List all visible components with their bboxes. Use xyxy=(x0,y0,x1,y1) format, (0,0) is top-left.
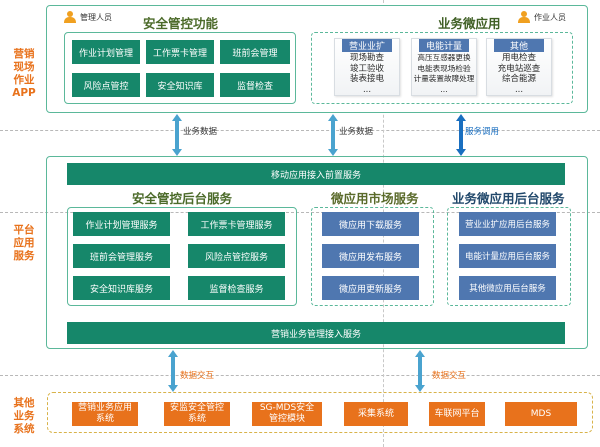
safety-item[interactable]: 风险点管控 xyxy=(72,73,140,97)
micro-backend-item[interactable]: 其他微应用后台服务 xyxy=(459,276,556,300)
micro-app-card-other[interactable]: 其他 用电检查 充电站巡查 综合能源 ... xyxy=(486,38,552,96)
platform-layer-panel xyxy=(46,156,588,349)
marketing-access-service[interactable]: 营销业务管理接入服务 xyxy=(67,322,565,344)
layer-label-app-text: 营销 现场 作业 APP xyxy=(12,48,36,99)
worker-role: 作业人员 xyxy=(518,11,566,23)
market-title: 微应用市场服务 xyxy=(331,191,419,206)
divider-platform-mid xyxy=(0,212,600,213)
micro-backend-title: 业务微应用后台服务 xyxy=(452,191,565,206)
safety-item[interactable]: 班前会管理 xyxy=(220,40,290,64)
card-body: 高压互感器更换 电能表现场检验 计量装置故障处理 ... xyxy=(412,53,476,95)
arrow-label-data-exchange: 数据交互 xyxy=(180,371,215,381)
card-line: 计量装置故障处理 xyxy=(413,74,475,83)
layer-label-platform-text: 平台 应用 服务 xyxy=(13,224,35,262)
safety-item[interactable]: 作业计划管理 xyxy=(72,40,140,64)
layer-label-other-text: 其他 业务 系统 xyxy=(13,397,35,435)
micro-backend-group xyxy=(447,207,571,306)
micro-app-title: 业务微应用 xyxy=(438,16,501,31)
card-line: 高压互感器更换 xyxy=(417,53,471,62)
arrow-label-business-data: 业务数据 xyxy=(339,127,374,137)
card-line: 装表接电 xyxy=(349,74,384,84)
layer-label-platform: 平台 应用 服务 xyxy=(6,224,42,263)
worker-role-label: 作业人员 xyxy=(534,12,566,22)
arrow-label-business-data: 业务数据 xyxy=(183,127,218,137)
market-item[interactable]: 微应用更新服务 xyxy=(322,276,419,300)
micro-app-card-metering[interactable]: 电能计量 高压互感器更换 电能表现场检验 计量装置故障处理 ... xyxy=(411,38,477,96)
safety-backend-title: 安全管控后台服务 xyxy=(132,191,233,206)
card-header: 电能计量 xyxy=(419,39,469,52)
safety-backend-item[interactable]: 班前会管理服务 xyxy=(73,244,170,268)
card-body: 现场勘查 竣工验收 装表接电 ... xyxy=(335,53,399,95)
divider-platform-other xyxy=(0,375,600,376)
card-line: 竣工验收 xyxy=(349,63,384,74)
safety-backend-item[interactable]: 监督检查服务 xyxy=(188,276,285,300)
micro-app-group xyxy=(311,32,573,104)
card-line: 电能表现场检验 xyxy=(417,63,471,73)
bidirectional-arrow-icon xyxy=(456,114,466,156)
card-body: 用电检查 充电站巡查 综合能源 ... xyxy=(487,53,551,95)
safety-item[interactable]: 安全知识库 xyxy=(146,73,214,97)
other-system-item[interactable]: 营销业务应用 系统 xyxy=(72,402,138,426)
card-line: ... xyxy=(514,84,524,95)
safety-backend-item[interactable]: 风险点管控服务 xyxy=(188,244,285,268)
safety-item[interactable]: 工作票卡管理 xyxy=(146,40,214,64)
card-line: ... xyxy=(440,84,448,94)
other-system-item[interactable]: MDS xyxy=(505,402,577,426)
person-icon xyxy=(64,11,76,23)
safety-function-group xyxy=(64,32,296,104)
layer-label-app: 营销 现场 作业 APP xyxy=(6,48,42,100)
safety-backend-group xyxy=(67,207,297,306)
market-group xyxy=(311,207,434,306)
bidirectional-arrow-icon xyxy=(415,350,425,392)
arrow-label-service-call: 服务调用 xyxy=(465,127,500,137)
micro-backend-item[interactable]: 营业业扩应用后台服务 xyxy=(459,212,556,236)
arrow-label-data-exchange: 数据交互 xyxy=(432,371,467,381)
card-header: 其他 xyxy=(494,39,544,52)
other-system-item[interactable]: 采集系统 xyxy=(344,402,408,426)
divider-app-platform xyxy=(0,130,600,131)
other-system-item[interactable]: SG-MDS安全 管控模块 xyxy=(252,402,322,426)
manager-role-label: 管理人员 xyxy=(80,12,112,22)
mobile-access-front-service[interactable]: 移动应用接入前置服务 xyxy=(67,163,565,185)
market-item[interactable]: 微应用下载服务 xyxy=(322,212,419,236)
safety-function-title: 安全管控功能 xyxy=(143,16,219,31)
bidirectional-arrow-icon xyxy=(328,114,338,156)
card-line: 综合能源 xyxy=(501,74,536,84)
manager-role: 管理人员 xyxy=(64,11,112,23)
card-header: 营业业扩 xyxy=(342,39,392,52)
safety-backend-item[interactable]: 安全知识库服务 xyxy=(73,276,170,300)
safety-backend-item[interactable]: 作业计划管理服务 xyxy=(73,212,170,236)
layer-label-other: 其他 业务 系统 xyxy=(6,397,42,436)
other-systems-group xyxy=(47,392,593,433)
card-line: 现场勘查 xyxy=(349,53,384,63)
micro-backend-item[interactable]: 电能计量应用后台服务 xyxy=(459,244,556,268)
card-line: 充电站巡查 xyxy=(497,63,541,74)
micro-app-card-business-expansion[interactable]: 营业业扩 现场勘查 竣工验收 装表接电 ... xyxy=(334,38,400,96)
other-system-item[interactable]: 安监安全管控 系统 xyxy=(164,402,230,426)
person-icon xyxy=(518,11,530,23)
bidirectional-arrow-icon xyxy=(172,114,182,156)
safety-item[interactable]: 监督检查 xyxy=(220,73,290,97)
bidirectional-arrow-icon xyxy=(168,350,178,392)
market-item[interactable]: 微应用发布服务 xyxy=(322,244,419,268)
other-system-item[interactable]: 车联网平台 xyxy=(429,402,485,426)
card-line: 用电检查 xyxy=(501,53,536,63)
card-line: ... xyxy=(362,84,372,95)
safety-backend-item[interactable]: 工作票卡管理服务 xyxy=(188,212,285,236)
